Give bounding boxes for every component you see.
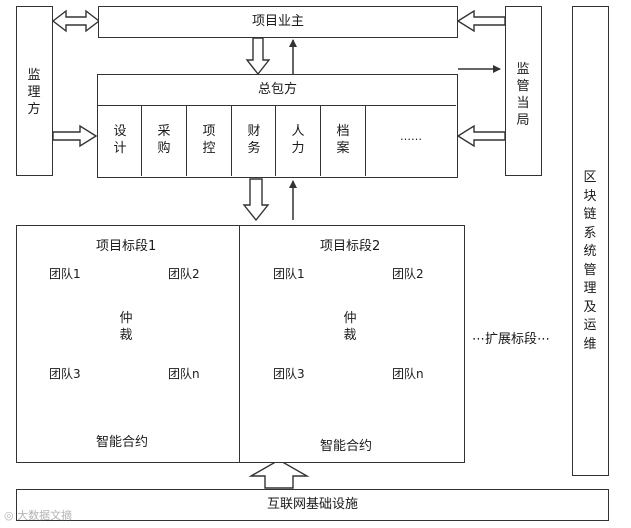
arbitration-label: 仲裁 [342, 310, 358, 344]
regulator-contractor-arrow [456, 124, 506, 148]
team-label: 团队2 [168, 267, 200, 281]
infrastructure-label: 互联网基础设施 [266, 497, 358, 512]
supervisor-box: 监理方 [16, 6, 53, 176]
department-row: 设计 采购 项控 财务 人力 档案 …… [98, 105, 456, 176]
vertical-char: 务 [247, 141, 261, 156]
department-cell: 档案 [321, 106, 366, 176]
vertical-char: 设 [113, 124, 127, 139]
vertical-char: 计 [113, 141, 127, 156]
vertical-char: 案 [336, 141, 350, 156]
owner-box: 项目业主 [98, 6, 458, 38]
department-cell: …… [366, 106, 456, 176]
section-divider [239, 225, 240, 463]
vertical-char: 人 [291, 124, 305, 139]
department-cell: 人力 [276, 106, 321, 176]
vertical-char: 理 [27, 85, 41, 100]
department-cell: 财务 [232, 106, 276, 176]
department-label: 设计 [112, 123, 128, 157]
vertical-char: 管 [583, 262, 597, 278]
vertical-char: 维 [583, 336, 597, 352]
department-label: 人力 [290, 123, 306, 157]
vertical-char: 仲 [119, 311, 133, 326]
owner-contractor-down-arrow [245, 37, 271, 76]
watermark-text: 大数据文摘 [17, 509, 73, 522]
team-label: 团队n [392, 367, 424, 381]
watermark-logo: ◎ 大数据文摘 [4, 507, 72, 523]
vertical-char: 采 [157, 124, 171, 139]
vertical-char: 区 [583, 170, 597, 185]
extension-label: ⋯扩展标段⋯ [472, 332, 551, 348]
department-label: …… [400, 130, 422, 143]
blockchain-ops-box: 区块链系统管理及运维 [572, 6, 609, 476]
vertical-char: 项 [202, 124, 216, 139]
blockchain-ops-label: 区块链系统管理及运维 [582, 169, 598, 354]
vertical-char: 理 [583, 281, 597, 296]
vertical-char: 裁 [119, 328, 133, 343]
owner-label: 项目业主 [251, 14, 304, 29]
regulator-box: 监管当局 [505, 6, 542, 176]
vertical-char: 裁 [343, 328, 357, 343]
supervisor-owner-double-arrow [51, 9, 101, 33]
vertical-char: 运 [583, 318, 597, 333]
watermark-icon: ◎ [4, 509, 14, 522]
vertical-char: 系 [583, 225, 597, 241]
team-label: 团队1 [49, 267, 81, 281]
department-cell: 设计 [98, 106, 142, 176]
vertical-char: 链 [583, 207, 597, 222]
smart-contract-label: 智能合约 [96, 435, 149, 450]
vertical-char: 仲 [343, 311, 357, 326]
department-label: 采购 [156, 123, 172, 157]
arbitration-label: 仲裁 [118, 310, 134, 344]
department-label: 财务 [246, 123, 262, 157]
smart-contract-label: 智能合约 [320, 439, 373, 454]
vertical-char: 力 [291, 141, 305, 156]
section-title: 项目标段1 [96, 239, 157, 254]
infrastructure-up-arrow [248, 459, 310, 489]
supervisor-contractor-arrow [52, 124, 98, 148]
vertical-char: 监 [516, 62, 530, 77]
vertical-char: 档 [336, 124, 350, 139]
general-contractor-box: 总包方 设计 采购 项控 财务 人力 档案 …… [97, 74, 458, 178]
vertical-char: 购 [157, 141, 171, 156]
team-label: 团队n [168, 367, 200, 381]
vertical-char: 控 [202, 141, 216, 156]
extension-dots-right: ⋯ [537, 332, 551, 347]
infrastructure-box: 互联网基础设施 [16, 489, 609, 521]
extension-dots-left: ⋯ [472, 332, 485, 347]
vertical-char: 监 [27, 68, 41, 83]
vertical-char: 财 [247, 124, 261, 139]
vertical-char: 及 [583, 299, 597, 315]
supervisor-label: 监理方 [26, 67, 42, 118]
team-label: 团队3 [49, 367, 81, 381]
regulator-owner-arrow [456, 9, 506, 33]
department-label: 项控 [201, 123, 217, 157]
department-cell: 项控 [187, 106, 232, 176]
team-label: 团队1 [273, 267, 305, 281]
regulator-label: 监管当局 [515, 61, 531, 129]
vertical-char: 局 [516, 113, 530, 128]
vertical-char: 统 [583, 244, 597, 259]
section-title: 项目标段2 [320, 239, 381, 254]
team-label: 团队2 [392, 267, 424, 281]
vertical-char: 块 [583, 188, 597, 204]
department-label: 档案 [335, 123, 351, 157]
vertical-char: 管 [516, 79, 530, 94]
department-cell: 采购 [142, 106, 187, 176]
contractor-sections-down-arrow [242, 178, 270, 222]
vertical-char: 当 [516, 96, 530, 111]
vertical-char: 方 [27, 102, 41, 117]
extension-text: 扩展标段 [485, 332, 538, 347]
general-contractor-label: 总包方 [257, 82, 297, 97]
sections-container [16, 225, 465, 463]
team-label: 团队3 [273, 367, 305, 381]
